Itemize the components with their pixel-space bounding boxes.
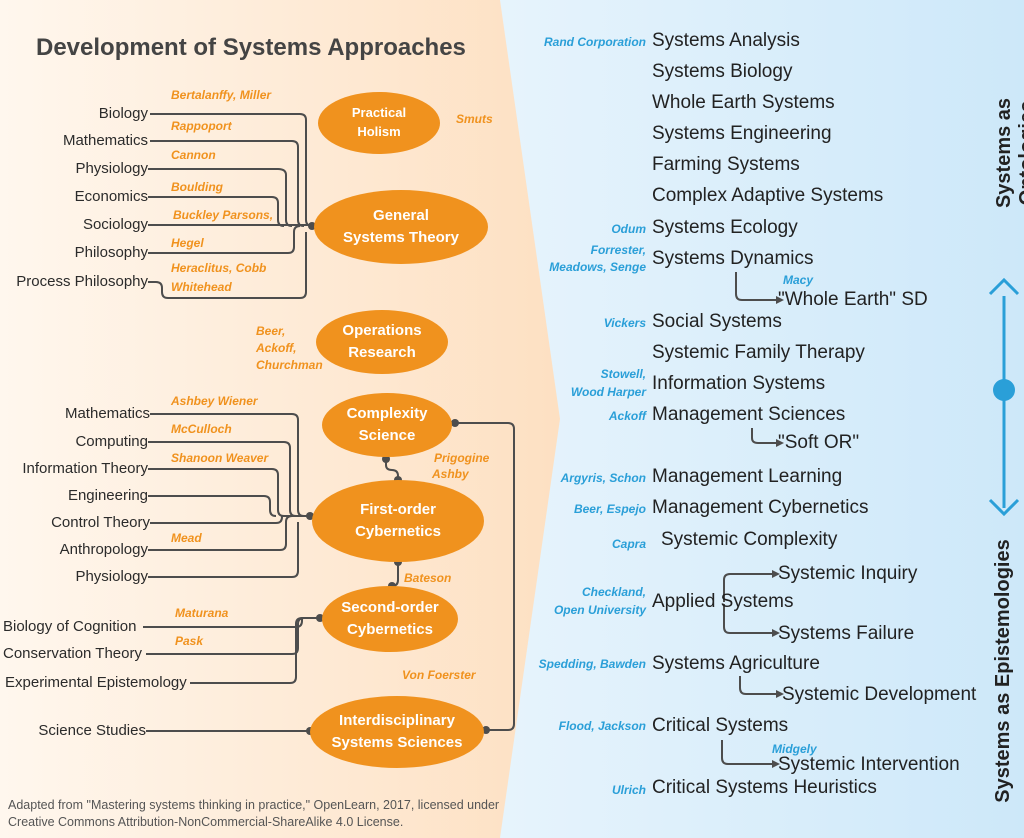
author-label: Prigogine [434,451,490,465]
author-label: Capra [611,537,646,551]
author-label: Churchman [256,358,323,372]
systems-approach: Critical Systems Heuristics [652,777,877,798]
systems-approach: Systems Biology [652,61,793,82]
discipline-label: Physiology [75,160,148,177]
author-label: Beer, [256,324,286,338]
systems-sub-approach: Systems Failure [778,623,915,644]
systems-approach: Applied Systems [652,591,794,612]
discipline-label: Engineering [67,487,148,504]
discipline-label: Conservation Theory [3,645,142,662]
author-label: Ashby [432,467,469,481]
author-label: Forrester, [590,243,646,257]
author-label: Checkland, [581,585,646,599]
discipline-label: Sociology [82,216,148,233]
systems-approach: Information Systems [652,373,826,394]
discipline-label: Biology [98,105,148,122]
systems-sub-approach: Systemic Intervention [778,754,960,775]
author-label: Boulding [171,180,223,194]
author-label: Cannon [171,148,216,162]
author-label: Whitehead [171,280,232,294]
author-label: Odum [611,222,646,236]
systems-sub-approach: "Soft OR" [778,432,860,453]
author-label: Vickers [603,316,646,330]
systems-approach: Management Sciences [652,404,846,425]
author-label: Rand Corporation [544,35,646,49]
systems-approach: Systems Agriculture [652,653,820,674]
credit-text: Adapted from "Mastering systems thinking… [8,798,500,829]
discipline-label: Information Theory [22,460,148,477]
author-label: Maturana [175,606,229,620]
systems-approach: Farming Systems [652,154,800,175]
author-label: Open University [553,603,646,617]
systems-sub-approach: Systemic Development [782,684,977,705]
systems-approach: Systems Ecology [652,217,798,238]
author-label: Bateson [404,571,452,585]
author-label: Flood, Jackson [558,719,646,733]
author-label: Buckley Parsons, [173,208,274,222]
systems-approach: Systems Engineering [652,123,832,144]
discipline-label: Control Theory [51,514,150,531]
author-label: Midgely [772,742,817,756]
discipline-label: Science Studies [38,722,146,739]
author-label: Von Foerster [402,668,476,682]
author-label: Beer, Espejo [573,502,646,516]
systems-approach: Whole Earth Systems [652,92,835,113]
discipline-label: Anthropology [59,541,148,558]
discipline-label: Physiology [75,568,148,585]
author-label: Pask [175,634,204,648]
systems-approach: Management Cybernetics [652,497,869,518]
systems-approach: Management Learning [652,466,843,487]
author-label: Bertalanffy, Miller [171,88,272,102]
systems-approach: Systemic Family Therapy [652,342,865,363]
discipline-label: Experimental Epistemology [5,674,187,691]
author-label: McCulloch [171,422,232,436]
author-label: Hegel [171,236,204,250]
author-label: Wood Harper [570,385,646,399]
author-label: Spedding, Bawden [538,657,646,671]
author-label: Ackoff, [256,341,297,355]
discipline-label: Computing [75,433,148,450]
systems-sub-approach: "Whole Earth" SD [778,289,928,310]
author-label: Rappoport [171,119,232,133]
discipline-label: Economics [74,188,148,205]
discipline-label: Mathematics [64,405,150,422]
author-label: Meadows, Senge [549,260,646,274]
author-label: Argyris, Schon [560,471,646,485]
systems-approach: Systemic Complexity [661,529,838,550]
discipline-label: Mathematics [62,132,148,149]
discipline-label: Philosophy [74,244,148,261]
systems-sub-approach: Systemic Inquiry [778,563,918,584]
discipline-label: Process Philosophy [16,273,148,290]
author-label: Ackoff [608,409,646,423]
author-label: Smuts [456,112,493,126]
author-label: Ulrich [611,783,646,797]
author-label: Mead [171,531,202,545]
author-label: Stowell, [600,367,646,381]
author-label: Macy [783,273,814,287]
discipline-label: Biology of Cognition [3,618,137,635]
author-label: Shanoon Weaver [171,451,269,465]
systems-approach: Systems Dynamics [652,248,814,269]
page-title: Development of Systems Approaches [36,34,466,61]
systems-approach: Social Systems [652,311,782,332]
author-label: Heraclitus, Cobb [171,261,267,275]
axis-label-epistemologies: Systems as Epistemologies [992,539,1014,803]
axis-label-ontologies: Systems as Ontologies [993,97,1024,209]
systems-approach: Complex Adaptive Systems [652,185,884,206]
systems-approach: Critical Systems [652,715,789,736]
author-label: Ashbey Wiener [171,394,258,408]
systems-approach: Systems Analysis [652,30,800,51]
